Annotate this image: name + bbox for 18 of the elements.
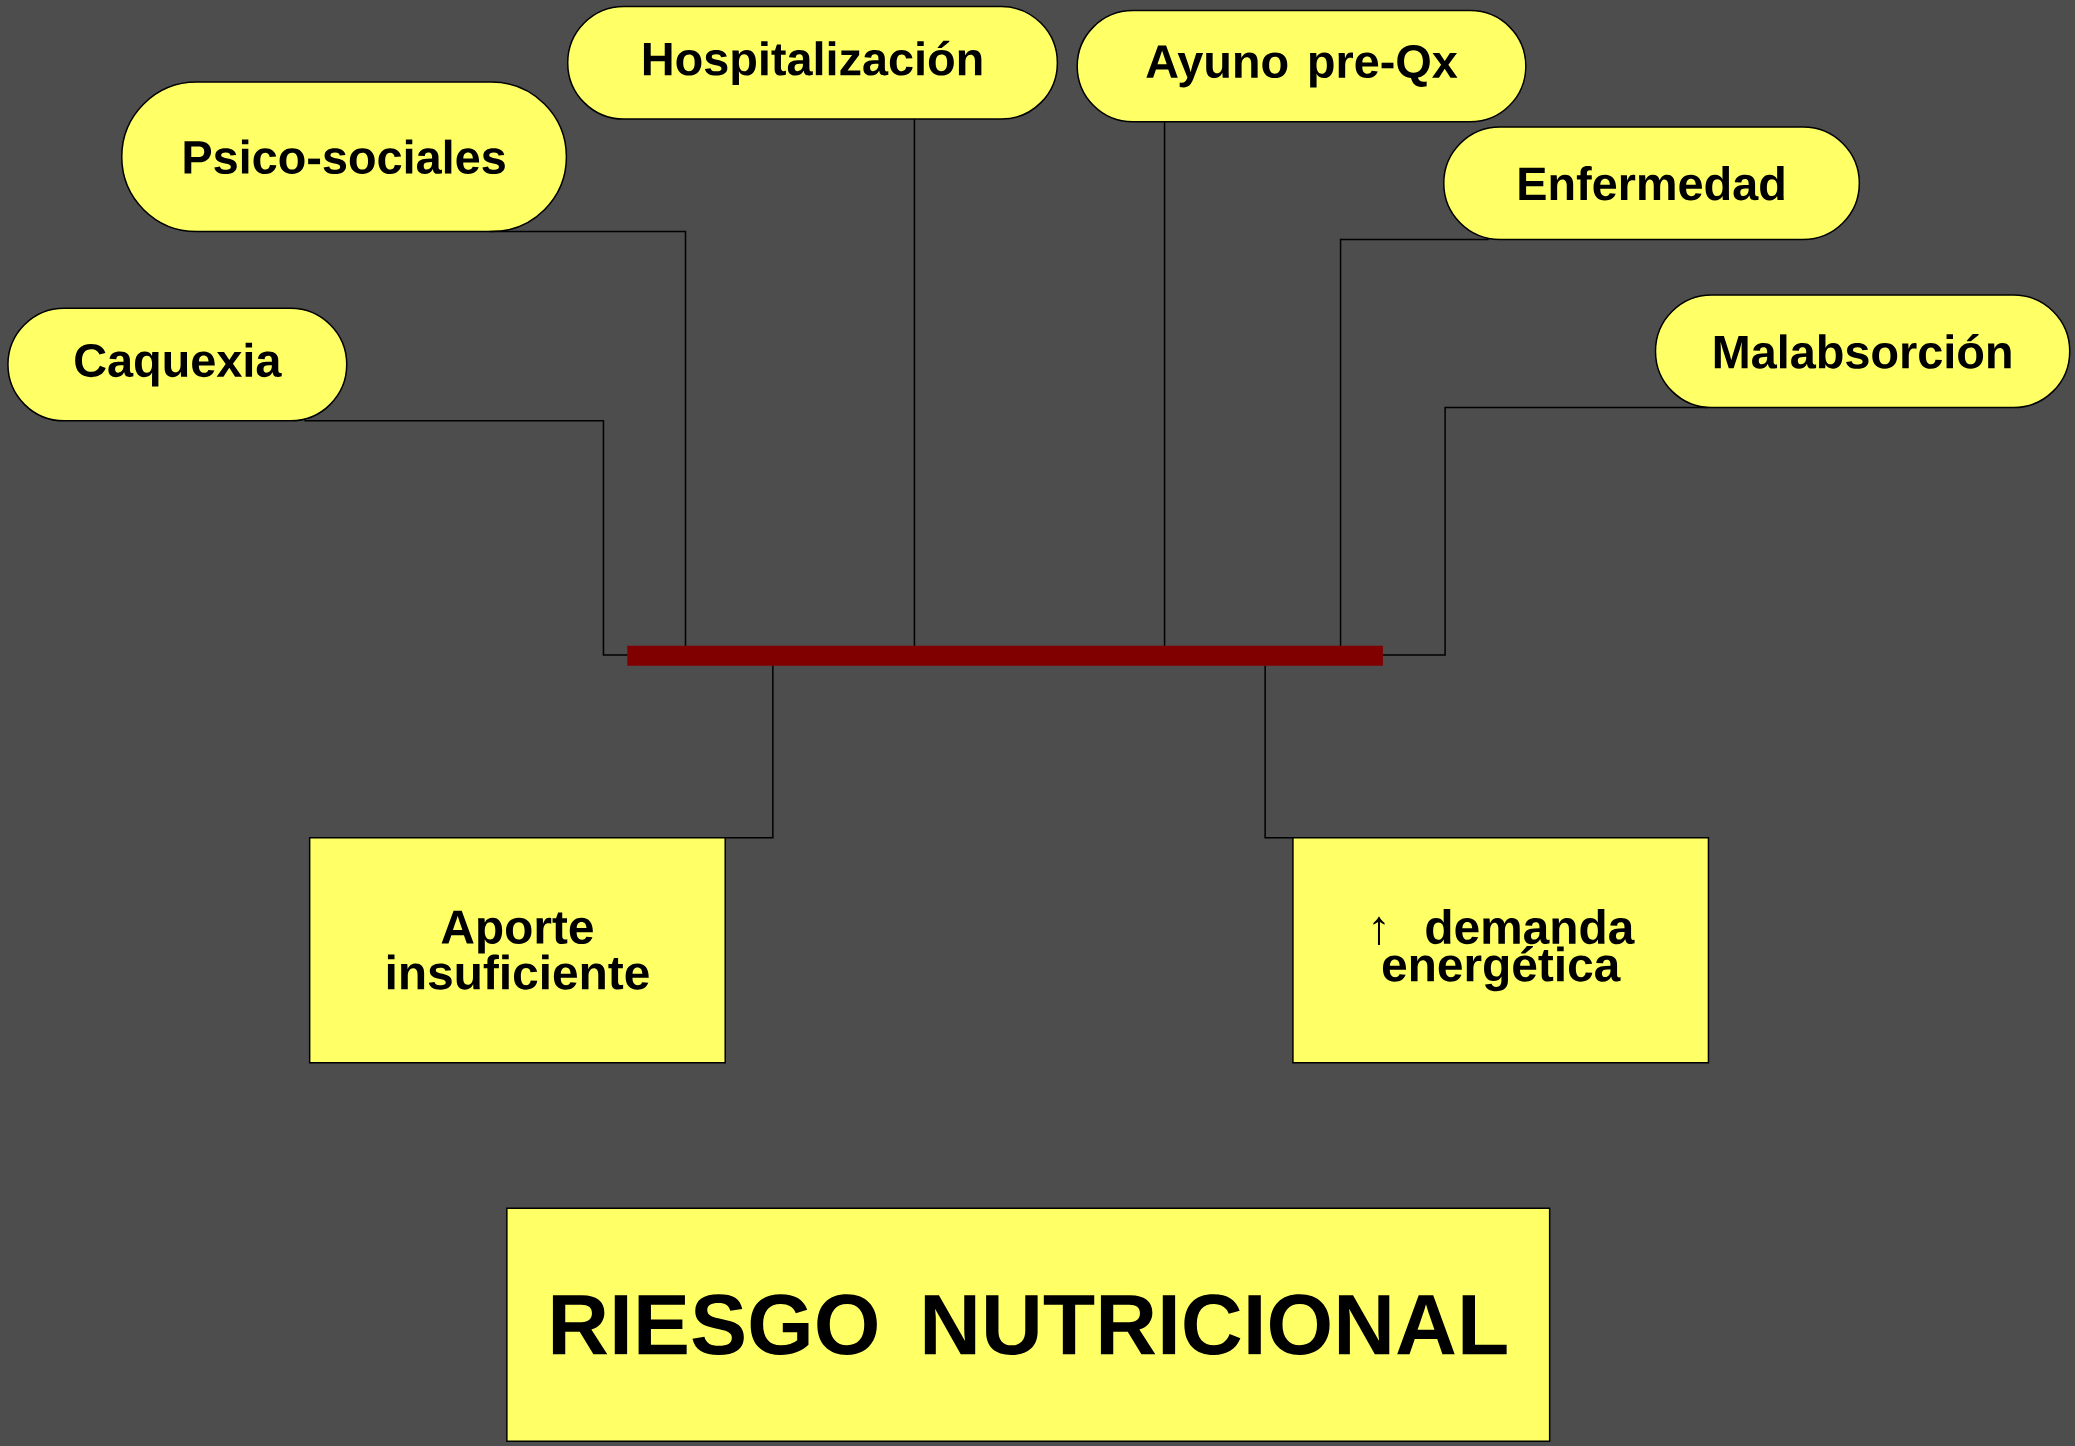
connector-line [1163,121,1166,647]
connector-line [1339,238,1490,647]
cause-box: Aporte insuficiente [308,836,726,1064]
connector-line [1382,406,1708,656]
factor-pill: Psico-sociales [121,81,568,233]
factor-pill: Caquexia [7,307,348,422]
connector-line [303,420,628,656]
factor-pill: Malabsorción [1654,294,2071,409]
connector-line [724,664,774,839]
connector-line [913,118,916,647]
cause-box: ↑ demanda energética [1292,836,1710,1064]
junction-bar [627,645,1383,666]
connector-line [488,230,687,647]
factor-pill: Hospitalización [566,5,1059,120]
connector-line [1264,664,1294,839]
factor-pill: Enfermedad [1443,126,1861,241]
result-box: RIESGO NUTRICIONAL [506,1207,1551,1442]
factor-pill: Ayuno pre-Qx [1076,9,1527,123]
